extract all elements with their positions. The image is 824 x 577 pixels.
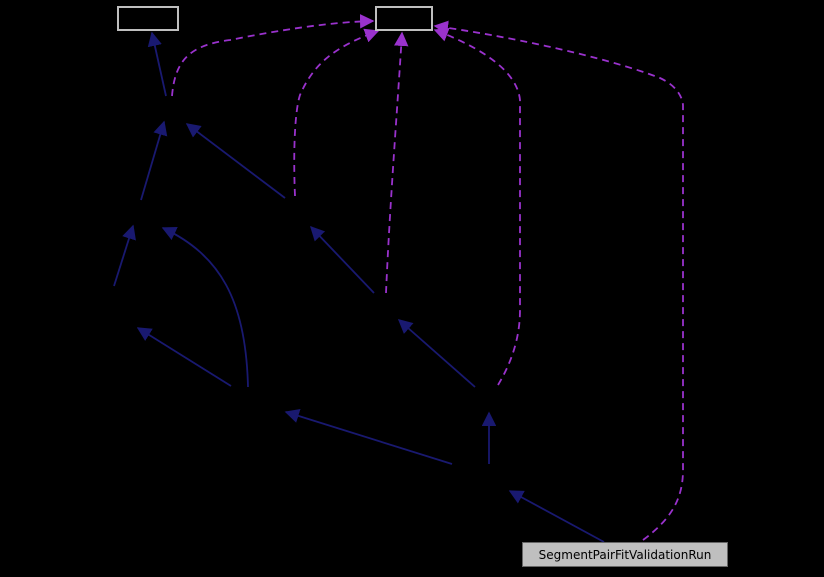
edge-n2-to-n1 bbox=[140, 120, 168, 201]
edge-n6-to-n2 bbox=[161, 227, 249, 388]
focus-class-label: SegmentPairFitValidationRun bbox=[538, 547, 712, 562]
usage-n3-to-topright bbox=[293, 28, 380, 197]
usage-n5-to-topright bbox=[385, 31, 409, 294]
edge-n7-to-n5 bbox=[397, 319, 476, 388]
edge-n6-to-n4 bbox=[136, 327, 232, 387]
class-node-top-left[interactable] bbox=[117, 6, 179, 31]
class-node-focus[interactable]: SegmentPairFitValidationRun bbox=[522, 542, 728, 567]
usage-n1-to-topright bbox=[171, 14, 375, 97]
edge-n8-to-n6 bbox=[284, 409, 453, 465]
usage-focus-to-topright bbox=[433, 20, 684, 541]
edge-focus-to-n8 bbox=[508, 490, 605, 543]
edge-n5-to-n3 bbox=[310, 225, 375, 294]
edge-n3-to-n1 bbox=[185, 123, 286, 199]
usage-n7-to-topright bbox=[433, 27, 521, 386]
edge-n4-to-n2 bbox=[113, 224, 136, 287]
class-node-top-right[interactable] bbox=[375, 6, 433, 31]
edge-n1-to-topleft bbox=[147, 31, 167, 97]
